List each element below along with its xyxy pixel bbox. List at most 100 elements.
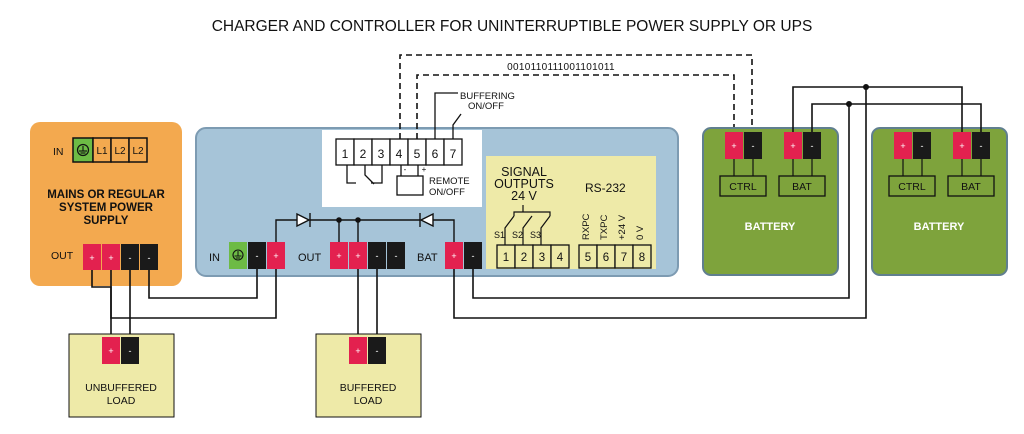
relay-contact-symbol <box>346 165 383 185</box>
remote-polarity: - <box>404 165 407 174</box>
junction-dot <box>846 101 852 107</box>
signal-title-line: OUTPUTS <box>494 177 554 191</box>
mains-in-label: IN <box>53 146 64 158</box>
load-name-line: UNBUFFERED <box>85 382 157 394</box>
signal-switches-symbol <box>504 205 551 245</box>
battery-name: BATTERY <box>914 221 965 233</box>
battery-ctrl-label: CTRL <box>898 181 926 193</box>
battery-1: + - + - CTRL BAT BATTERY <box>702 127 839 276</box>
polarity-label: + <box>336 251 341 261</box>
relay-terminal-number: 1 <box>342 147 349 161</box>
remote-label: REMOTE <box>429 176 470 187</box>
controller-in-label: IN <box>209 252 220 264</box>
battery-ctrl-label: CTRL <box>729 181 757 193</box>
battery-ctrl-pos <box>894 132 912 159</box>
signal-terminal-number: 1 <box>503 252 509 264</box>
mains-out-terminal-neg <box>140 244 158 270</box>
rs232-terminal-number: 7 <box>621 252 627 264</box>
load-name-line: LOAD <box>107 395 136 407</box>
diode-in-to-out <box>275 212 420 242</box>
mains-out-label: OUT <box>51 250 74 262</box>
polarity-label: - <box>376 251 379 261</box>
mains-phase-label: L2 <box>114 146 126 157</box>
polarity-label: - <box>472 251 475 261</box>
ctrl-port-box <box>888 175 936 197</box>
polarity-label: + <box>273 251 278 261</box>
ctrl-port-box <box>719 175 767 197</box>
polarity-label: - <box>148 253 151 263</box>
controller-out-label: OUT <box>298 252 322 264</box>
supply-wiring <box>91 269 378 337</box>
relay-terminal-number: 4 <box>396 147 403 161</box>
battery-bat-pos <box>784 132 802 159</box>
relay-terminal-number: 5 <box>414 147 421 161</box>
controller-in-pos <box>267 242 285 269</box>
relay-terminal-block: 1 2 3 4 5 6 7 <box>335 138 463 166</box>
polarity-label: - <box>376 346 379 356</box>
battery-bat-neg <box>972 132 990 159</box>
controller-bat-neg <box>464 242 482 269</box>
buffered-load: + - BUFFERED LOAD <box>315 333 422 418</box>
buffering-label: ON/OFF <box>468 101 504 112</box>
polarity-label: + <box>108 346 113 356</box>
controller-out-neg <box>368 242 386 269</box>
polarity-label: + <box>355 346 360 356</box>
battery-name: BATTERY <box>745 221 796 233</box>
bat-port-box <box>778 175 826 197</box>
battery-ctrl-neg <box>913 132 931 159</box>
battery-wiring <box>453 86 982 319</box>
polarity-label: + <box>89 253 94 263</box>
load-neg <box>121 337 139 364</box>
rs232-terminal-block: 5 6 7 8 <box>578 244 652 269</box>
controller-out-pos <box>330 242 348 269</box>
data-signal-text: 0010110111001101011 <box>507 62 615 73</box>
polarity-label: + <box>900 141 905 151</box>
mains-out-terminal-pos <box>102 244 120 270</box>
polarity-label: - <box>980 141 983 151</box>
battery-bat-label: BAT <box>961 181 981 193</box>
rs232-pin-label: RXPC <box>581 213 592 240</box>
switch-label: S2 <box>512 230 523 240</box>
remote-onoff-symbol <box>396 165 424 196</box>
mains-name-line: SUPPLY <box>84 215 129 227</box>
rs232-label: RS-232 <box>585 181 626 195</box>
rs232-pin-label: TXPC <box>599 215 610 240</box>
relay-terminal-number: 6 <box>432 147 439 161</box>
mains-supply: IN L1 L2 L2 MAINS OR REGULAR SYSTEM POWE… <box>30 122 182 286</box>
signal-terminal-block: 1 2 3 4 <box>496 244 570 269</box>
bat-port-box <box>947 175 995 197</box>
load-name-line: LOAD <box>354 395 383 407</box>
polarity-label: - <box>129 346 132 356</box>
signal-title-line: SIGNAL <box>501 165 547 179</box>
polarity-label: + <box>355 251 360 261</box>
polarity-label: - <box>256 251 259 261</box>
polarity-label: + <box>108 253 113 263</box>
load-pos <box>349 337 367 364</box>
polarity-label: - <box>921 141 924 151</box>
mains-out-terminal-neg <box>121 244 139 270</box>
diagram-title: CHARGER AND CONTROLLER FOR UNINTERRUPTIB… <box>212 18 813 35</box>
buffering-switch-symbol <box>434 92 462 139</box>
ground-icon <box>232 249 244 261</box>
battery-bat-label: BAT <box>792 181 812 193</box>
ground-icon <box>76 143 90 157</box>
signal-terminal-number: 3 <box>539 252 545 264</box>
battery-ctrl-pos <box>725 132 743 159</box>
diode-bat-to-out <box>419 212 455 242</box>
polarity-label: - <box>811 141 814 151</box>
ups-controller: 1 2 3 4 5 6 7 - + REMOTE ON/OFF IN <box>195 127 679 277</box>
data-link-dashed <box>399 54 753 139</box>
load-pos <box>102 337 120 364</box>
polarity-label: - <box>395 251 398 261</box>
battery-ctrl-neg <box>744 132 762 159</box>
signal-terminal-number: 2 <box>521 252 527 264</box>
mains-phase-label: L2 <box>132 146 144 157</box>
mains-terminal-l2b <box>128 137 148 163</box>
remote-polarity: + <box>422 165 427 174</box>
polarity-label: + <box>731 141 736 151</box>
remote-label: ON/OFF <box>429 187 465 198</box>
battery-bat-pos <box>953 132 971 159</box>
relay-terminal-number: 7 <box>450 147 457 161</box>
polarity-label: + <box>959 141 964 151</box>
